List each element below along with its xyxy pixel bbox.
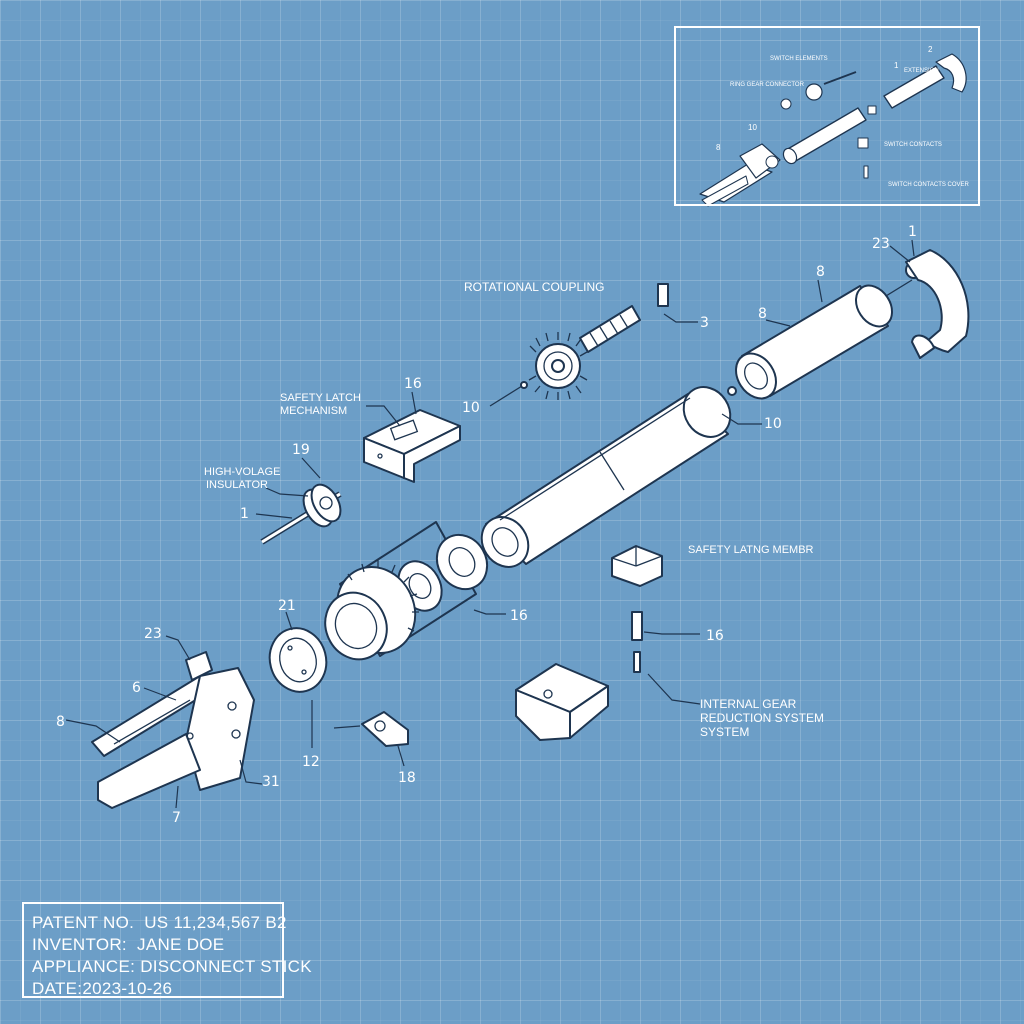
inventor-row: INVENTOR: JANE DOE — [32, 934, 274, 956]
label-gear-line1: INTERNAL GEAR — [700, 697, 797, 711]
hv-insulator — [260, 483, 342, 545]
safety-latching-member — [611, 545, 663, 587]
inventor-label: INVENTOR: — [32, 935, 127, 954]
patent-label: PATENT NO. — [32, 913, 135, 932]
internal-gear-assembly — [324, 521, 489, 661]
leader-lines — [65, 239, 915, 809]
callout-18: 18 — [398, 770, 416, 786]
inset-label-3: SWITCH CONTACTS — [884, 142, 942, 148]
callout-12: 12 — [302, 754, 320, 770]
top-hook — [885, 249, 970, 359]
label-safety-latch-line1: SAFETY LATCH — [280, 392, 361, 404]
annotation-labels: ROTATIONAL COUPLING SAFETY LATCH MECHANI… — [204, 280, 824, 739]
appliance-name: DISCONNECT STICK — [140, 957, 312, 976]
callout-6: 6 — [132, 680, 141, 696]
date-row: DATE:2023-10-26 — [32, 978, 274, 1000]
label-safety-latch-line2: MECHANISM — [280, 405, 347, 417]
callout-21: 21 — [278, 598, 296, 614]
callout-16-latch: 16 — [404, 376, 422, 392]
inset-number-3: 8 — [716, 143, 721, 152]
gear-reduction-bracket — [515, 663, 609, 741]
inset-label-2: RING GEAR CONNECTOR — [730, 82, 805, 88]
title-block: PATENT NO. US 11,234,567 B2 INVENTOR: JA… — [22, 902, 312, 1000]
appliance-row: APPLIANCE: DISCONNECT STICK — [32, 956, 312, 978]
callout-23-top: 23 — [872, 236, 890, 252]
callout-7: 7 — [172, 810, 181, 826]
label-rotational-coupling: ROTATIONAL COUPLING — [464, 280, 604, 294]
callout-numbers: 8 23 1 3 8 10 10 16 19 1 16 16 21 23 6 8… — [56, 224, 917, 826]
callout-19: 19 — [292, 442, 310, 458]
inset-number-4: 1 — [894, 61, 899, 70]
callout-16-gear: 16 — [510, 608, 528, 624]
callout-8-top: 8 — [816, 264, 825, 280]
inset-labels: SWITCH ELEMENTS RING GEAR CONNECTOR SWIT… — [716, 45, 970, 188]
safety-latch-bracket — [363, 409, 461, 483]
callout-31: 31 — [262, 774, 280, 790]
callout-10-barrel: 10 — [764, 416, 782, 432]
date-value: 2023-10-26 — [82, 979, 173, 998]
inset-drawing — [699, 53, 967, 207]
upper-sleeve — [727, 284, 893, 400]
inset-frame — [674, 26, 980, 206]
inventor-name: JANE DOE — [137, 935, 225, 954]
callout-3: 3 — [700, 315, 709, 331]
inset-number-1: 2 — [928, 45, 933, 54]
date-label: DATE: — [32, 979, 83, 998]
pin-small — [489, 381, 528, 407]
main-barrel — [480, 386, 732, 568]
inset-label-4: SWITCH CONTACTS COVER — [888, 182, 970, 188]
bearing-ring — [268, 627, 328, 693]
callout-10-pin: 10 — [462, 400, 480, 416]
label-safety-latching-member: SAFETY LATNG MEMBR — [688, 544, 814, 556]
inset-label-5: EXTENSION — [904, 68, 939, 74]
callout-1-top: 1 — [908, 224, 917, 240]
small-mount-plate — [361, 711, 409, 747]
inset-number-2: 10 — [748, 123, 757, 132]
appliance-label: APPLIANCE: — [32, 957, 136, 976]
latch-pin — [631, 611, 643, 673]
patent-number: US 11,234,567 B2 — [144, 913, 287, 932]
label-gear-line3: SYSTEM — [700, 725, 749, 739]
label-hv-insulator-line2: INSULATOR — [206, 479, 268, 491]
callout-1-left: 1 — [240, 506, 249, 522]
callout-8-mid: 8 — [758, 306, 767, 322]
callout-23-left: 23 — [144, 626, 162, 642]
callout-16-pin: 16 — [706, 628, 724, 644]
label-gear-line2: REDUCTION SYSTEM — [700, 711, 824, 725]
clamp-body — [91, 651, 255, 809]
label-hv-insulator-line1: HIGH-VOLAGE — [204, 466, 280, 478]
callout-8-left: 8 — [56, 714, 65, 730]
patent-row: PATENT NO. US 11,234,567 B2 — [32, 912, 286, 934]
inset-label-1: SWITCH ELEMENTS — [770, 56, 828, 62]
rotational-coupling — [528, 283, 669, 400]
